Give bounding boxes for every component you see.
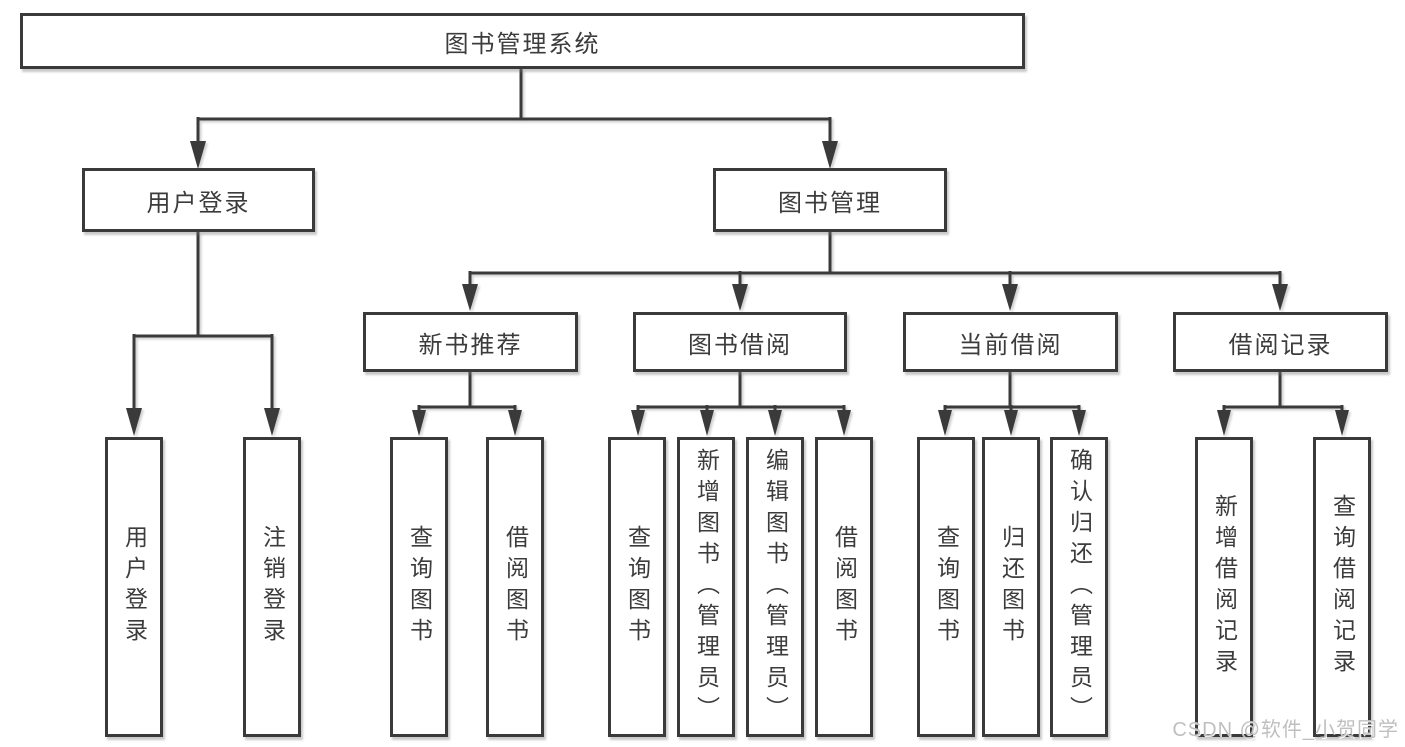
node-book-management-branch: 图书管理: [713, 168, 947, 232]
node-current-borrowing: 当前借阅: [903, 312, 1118, 372]
node-add-book-admin: 新增图书（管理员）: [677, 437, 735, 737]
node-label: 查询借阅记录: [1329, 494, 1356, 680]
node-add-borrow-record: 新增借阅记录: [1195, 437, 1253, 737]
arrow-down-icon: [700, 410, 714, 436]
node-current-query-books: 查询图书: [917, 437, 975, 737]
arrow-down-icon: [1335, 410, 1349, 436]
node-new-book-recommendation: 新书推荐: [363, 312, 578, 372]
arrow-down-icon: [1002, 284, 1018, 311]
arrow-down-icon: [412, 410, 426, 436]
arrow-down-icon: [1072, 410, 1086, 436]
node-label: 借阅图书: [831, 525, 858, 649]
node-return-books: 归还图书: [982, 437, 1040, 737]
node-edit-book-admin: 编辑图书（管理员）: [746, 437, 804, 737]
arrow-down-icon: [1004, 410, 1018, 436]
arrow-down-icon: [732, 284, 748, 311]
node-label: 新增图书（管理员）: [693, 447, 720, 727]
arrowhead-icons: [126, 141, 1349, 436]
arrow-down-icon: [837, 410, 851, 436]
connector-paths: [132, 69, 1344, 413]
node-label: 图书管理: [778, 189, 882, 217]
node-label: 图书借阅: [688, 331, 792, 359]
node-label: 编辑图书（管理员）: [762, 447, 789, 727]
arrow-down-icon: [264, 408, 280, 436]
arrow-down-icon: [822, 141, 838, 169]
node-logout: 注销登录: [243, 437, 301, 737]
node-library-management-system: 图书管理系统: [20, 13, 1025, 69]
node-query-borrow-record: 查询借阅记录: [1313, 437, 1371, 737]
arrow-down-icon: [508, 410, 522, 436]
node-label: 当前借阅: [958, 331, 1063, 359]
arrow-down-icon: [631, 410, 645, 436]
node-label: 确认归还（管理员）: [1066, 447, 1093, 727]
arrow-down-icon: [126, 408, 142, 436]
node-borrow-borrow-books: 借阅图书: [815, 437, 873, 737]
node-recommend-borrow-books: 借阅图书: [486, 437, 544, 737]
arrow-down-icon: [768, 410, 782, 436]
node-borrowing-records: 借阅记录: [1173, 312, 1388, 372]
node-book-borrowing: 图书借阅: [633, 312, 847, 372]
csdn-watermark: CSDN @软件_小贺同学: [1172, 719, 1399, 741]
node-label: 新增借阅记录: [1211, 494, 1238, 680]
node-label: 查询图书: [933, 525, 960, 649]
node-user-login-action: 用户登录: [105, 437, 163, 737]
node-recommend-query-books: 查询图书: [390, 437, 448, 737]
node-label: 用户登录: [121, 525, 148, 649]
arrow-down-icon: [462, 284, 478, 311]
node-label: 图书管理系统: [444, 30, 601, 58]
node-user-login-branch: 用户登录: [82, 168, 315, 232]
node-label: 归还图书: [998, 525, 1025, 649]
arrow-down-icon: [1217, 410, 1231, 436]
node-confirm-return-admin: 确认归还（管理员）: [1050, 437, 1108, 737]
node-label: 用户登录: [146, 189, 251, 217]
node-label: 借阅图书: [502, 525, 529, 649]
node-label: 查询图书: [406, 525, 433, 649]
node-label: 新书推荐: [418, 331, 523, 359]
arrow-down-icon: [1272, 284, 1288, 311]
node-label: 借阅记录: [1228, 331, 1333, 359]
node-label: 注销登录: [259, 525, 286, 649]
arrow-down-icon: [190, 141, 206, 169]
node-borrow-query-books: 查询图书: [608, 437, 666, 737]
arrow-down-icon: [938, 410, 952, 436]
node-label: 查询图书: [624, 525, 651, 649]
